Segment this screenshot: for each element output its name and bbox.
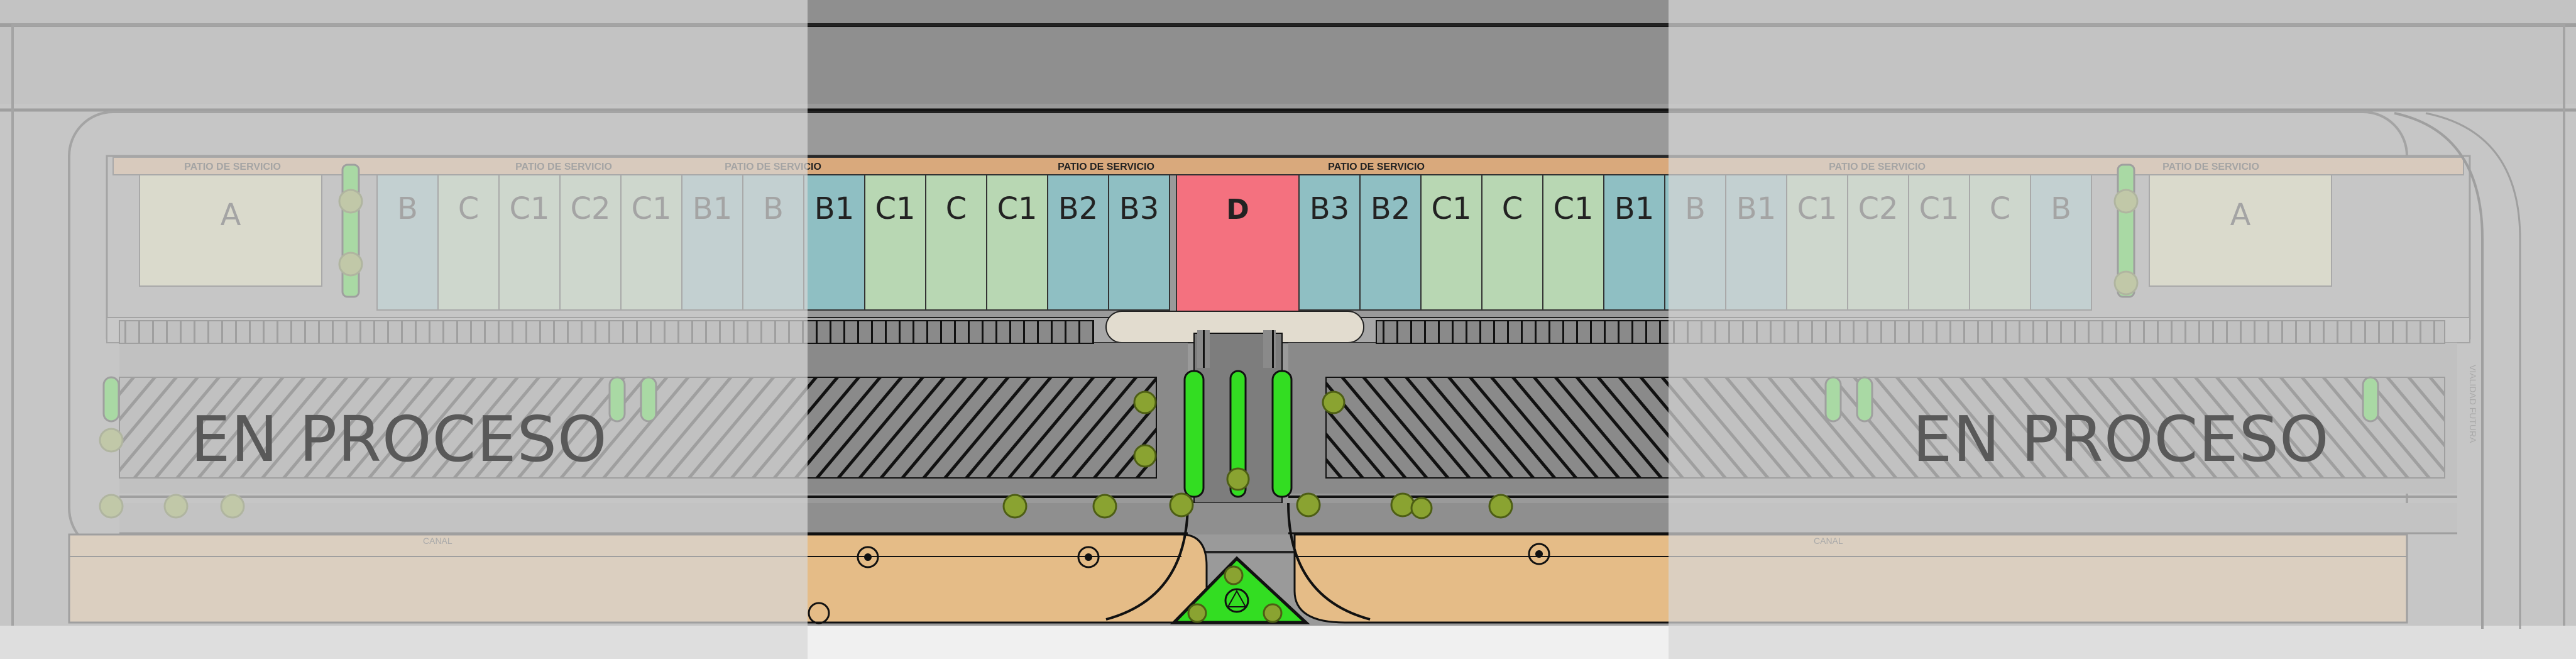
unit-label: B1: [1614, 191, 1654, 226]
unit-right-13: A: [2149, 174, 2332, 287]
unit-right-7: B1: [1725, 174, 1787, 311]
unit-label: C1: [997, 191, 1037, 226]
unit-left-13: B3: [1108, 174, 1170, 311]
unit-block: [864, 174, 926, 311]
unit-right-9: C2: [1847, 174, 1909, 311]
unit-label: C1: [1919, 191, 1959, 226]
future-road-label: VIALIDAD FUTURA: [2468, 365, 2478, 443]
unit-block: [1359, 174, 1422, 311]
unit-label: C1: [509, 191, 549, 226]
unit-label: B: [1685, 191, 1706, 226]
service-patio-label: PATIO DE SERVICIO: [1829, 162, 1926, 172]
unit-label: C1: [1553, 191, 1593, 226]
unit-label: C1: [1797, 191, 1837, 226]
unit-label: B2: [1371, 191, 1410, 226]
unit-label: C: [1990, 191, 2011, 226]
canal-label-left: CANAL: [423, 536, 452, 546]
unit-block: [986, 174, 1048, 311]
unit-right-0: B3: [1298, 174, 1361, 311]
unit-left-5: C1: [620, 174, 682, 311]
unit-block: [803, 174, 865, 311]
unit-left-1: B: [376, 174, 439, 311]
unit-label: A: [221, 197, 241, 233]
service-patio-label: PATIO DE SERVICIO: [725, 162, 821, 172]
unit-left-10: C: [925, 174, 987, 311]
unit-block: [1047, 174, 1109, 311]
unit-block: [1542, 174, 1604, 311]
unit-label: B1: [1736, 191, 1776, 226]
unit-block: [1108, 174, 1170, 311]
unit-label: A: [2230, 197, 2251, 233]
unit-label: B: [397, 191, 418, 226]
in-progress-label-right: EN PROCESO: [1912, 402, 2330, 476]
service-patio-label: PATIO DE SERVICIO: [1328, 162, 1425, 172]
unit-label: C1: [875, 191, 915, 226]
service-patio-label: PATIO DE SERVICIO: [1058, 162, 1154, 172]
unit-label: C2: [570, 191, 610, 226]
unit-right-4: C1: [1542, 174, 1604, 311]
unit-left-6: B1: [681, 174, 743, 311]
unit-left-0: A: [139, 174, 322, 287]
unit-label: B1: [693, 191, 732, 226]
unit-left-4: C2: [559, 174, 622, 311]
unit-left-9: C1: [864, 174, 926, 311]
service-patio-label: PATIO DE SERVICIO: [515, 162, 612, 172]
unit-block: [1603, 174, 1665, 311]
in-progress-label-left: EN PROCESO: [190, 402, 608, 476]
unit-label: B3: [1119, 191, 1159, 226]
unit-right-12: B: [2030, 174, 2092, 311]
service-patio-label: PATIO DE SERVICIO: [184, 162, 281, 172]
unit-right-10: C1: [1908, 174, 1970, 311]
unit-left-8: B1: [803, 174, 865, 311]
unit-right-8: C1: [1786, 174, 1848, 311]
service-patio-label: PATIO DE SERVICIO: [2162, 162, 2259, 172]
unit-label: B2: [1058, 191, 1098, 226]
unit-label: C: [946, 191, 967, 226]
unit-block: [1298, 174, 1361, 311]
unit-right-3: C: [1481, 174, 1543, 311]
unit-label: B1: [814, 191, 854, 226]
unit-label: D: [1226, 194, 1249, 226]
unit-left-12: B2: [1047, 174, 1109, 311]
unit-right-6: B: [1664, 174, 1726, 311]
unit-label: C: [458, 191, 480, 226]
unit-label: B: [763, 191, 784, 226]
canal-label-right: CANAL: [1814, 536, 1843, 546]
unit-label: C1: [631, 191, 671, 226]
unit-right-11: C: [1969, 174, 2031, 311]
unit-left-2: C: [437, 174, 500, 311]
unit-anchor-0: D: [1176, 174, 1300, 320]
unit-left-7: B: [742, 174, 804, 311]
unit-label: C: [1502, 191, 1523, 226]
unit-label: B3: [1310, 191, 1349, 226]
unit-right-2: C1: [1420, 174, 1483, 311]
unit-block: [1176, 174, 1300, 320]
unit-right-5: B1: [1603, 174, 1665, 311]
unit-block: [925, 174, 987, 311]
unit-right-1: B2: [1359, 174, 1422, 311]
unit-left-11: C1: [986, 174, 1048, 311]
unit-label: C1: [1431, 191, 1471, 226]
unit-label: C2: [1858, 191, 1898, 226]
unit-left-3: C1: [498, 174, 561, 311]
unit-label: B: [2051, 191, 2071, 226]
unit-block: [1481, 174, 1543, 311]
